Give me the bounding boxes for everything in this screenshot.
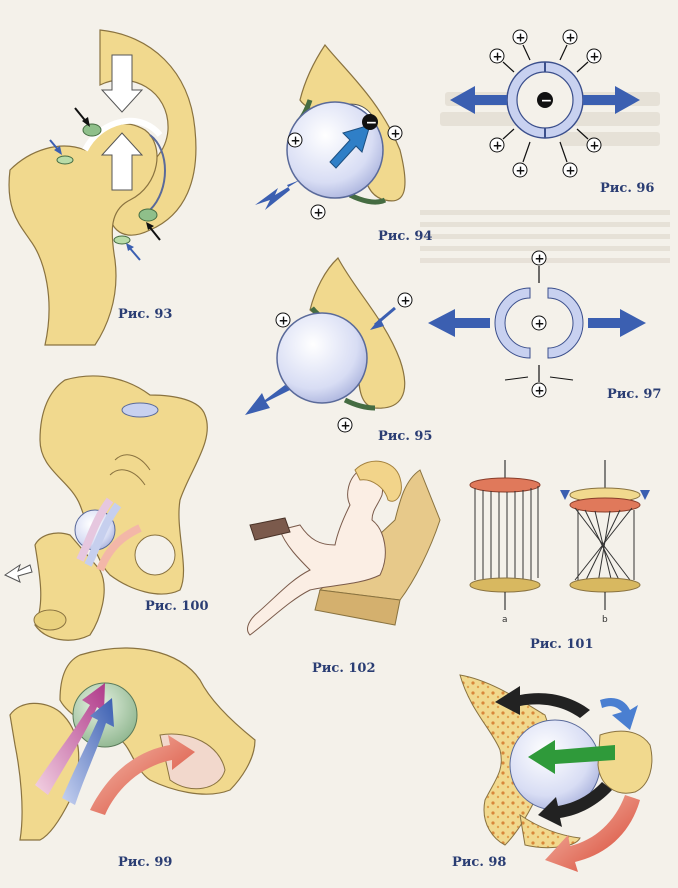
pink-arrow-fig99 [35,683,105,795]
caption-fig98: Рис. 98 [452,855,506,870]
cartilage-fig93-bottom [138,208,158,222]
spongy-bone-fig98 [459,674,551,846]
svg-text:+: + [391,127,401,141]
plus-marks-fig96: + + + + + + + + [489,29,602,178]
right-half-ring-fig97 [547,287,584,359]
caption-fig97: Рис. 97 [607,387,661,402]
femoral-head-fig95 [276,312,368,404]
caption-fig95: Рис. 95 [378,429,432,444]
figure-99: Рис. 99 [9,647,256,870]
caption-fig96: Рис. 96 [600,181,654,196]
caption-fig101: Рис. 101 [530,637,594,652]
cylinder-b-fig101: b [560,460,650,625]
caption-fig102: Рис. 102 [312,661,376,676]
left-arrow-fig96 [450,86,507,114]
outward-arrow-fig94 [255,180,300,210]
label-b-fig101: b [602,615,608,625]
left-arrow-fig97 [428,309,490,337]
joint-space-fig93 [82,117,163,152]
force-arrow-fig94 [329,124,371,169]
svg-text:+: + [566,164,576,178]
black-arrow-top-fig98 [495,686,590,718]
plus-center-fig97: + [535,317,545,331]
label-a-fig101: a [502,615,508,625]
outward-arrow-fig95 [245,385,290,415]
svg-text:+: + [566,31,576,45]
caption-fig94: Рис. 94 [378,229,432,244]
left-half-ring-fig97 [494,287,531,359]
svg-text:+: + [401,294,411,308]
figure-97: + + + Рис. 97 [428,250,661,402]
svg-text:+: + [493,139,503,153]
outward-arrow-fig100 [3,563,33,583]
figure-93: Рис. 93 [8,29,197,346]
plus-marks-fig94: + + + [287,125,403,220]
svg-text:+: + [516,164,526,178]
plus-top-fig97: + [535,252,545,266]
figure-94: − + + + Рис. 94 [255,43,432,244]
blue-arrow-fig99 [62,698,114,805]
figure-102: Рис. 102 [247,460,441,676]
figure-98: Рис. 98 [452,674,653,872]
right-arrow-fig96 [583,86,640,114]
minus-sign-fig94: − [366,115,378,131]
figure-101: a b Рис. 101 [469,460,650,652]
seated-figure-fig102 [247,469,386,636]
right-arrow-fig97 [588,309,646,337]
red-arrow-fig98 [545,795,640,872]
cartilage-fig93-top [82,123,102,137]
figure-96: − + + + + + + + + Рис. 96 [450,29,654,196]
svg-text:+: + [341,419,351,433]
red-arrow-fig99 [90,735,195,815]
svg-text:+: + [279,314,289,328]
black-arrow-bottom-fig98 [538,782,612,827]
svg-text:+: + [291,134,301,148]
svg-text:+: + [493,50,503,64]
svg-text:+: + [516,31,526,45]
svg-text:+: + [314,206,324,220]
pressure-arrow-up [100,132,144,191]
pressure-ticks-fig96 [502,44,589,163]
plus-marks-fig95: + + + [275,292,413,433]
blue-arrow-fig98 [600,698,638,730]
femoral-head-fig94 [286,101,384,199]
plus-bottom-fig97: + [535,384,545,398]
pressure-arrow-down [100,54,144,113]
caption-fig99: Рис. 99 [118,855,172,870]
figure-95: + + + Рис. 95 [245,257,432,444]
svg-text:+: + [590,139,600,153]
minus-sign-fig96: − [541,93,553,109]
green-arrow-fig98 [528,740,615,774]
book-fig102 [249,517,291,541]
cylinder-a-fig101: a [469,460,541,625]
caption-fig93: Рис. 93 [118,307,172,322]
svg-text:+: + [590,50,600,64]
figure-100: Рис. 100 [3,375,209,641]
caption-fig100: Рис. 100 [145,599,209,614]
